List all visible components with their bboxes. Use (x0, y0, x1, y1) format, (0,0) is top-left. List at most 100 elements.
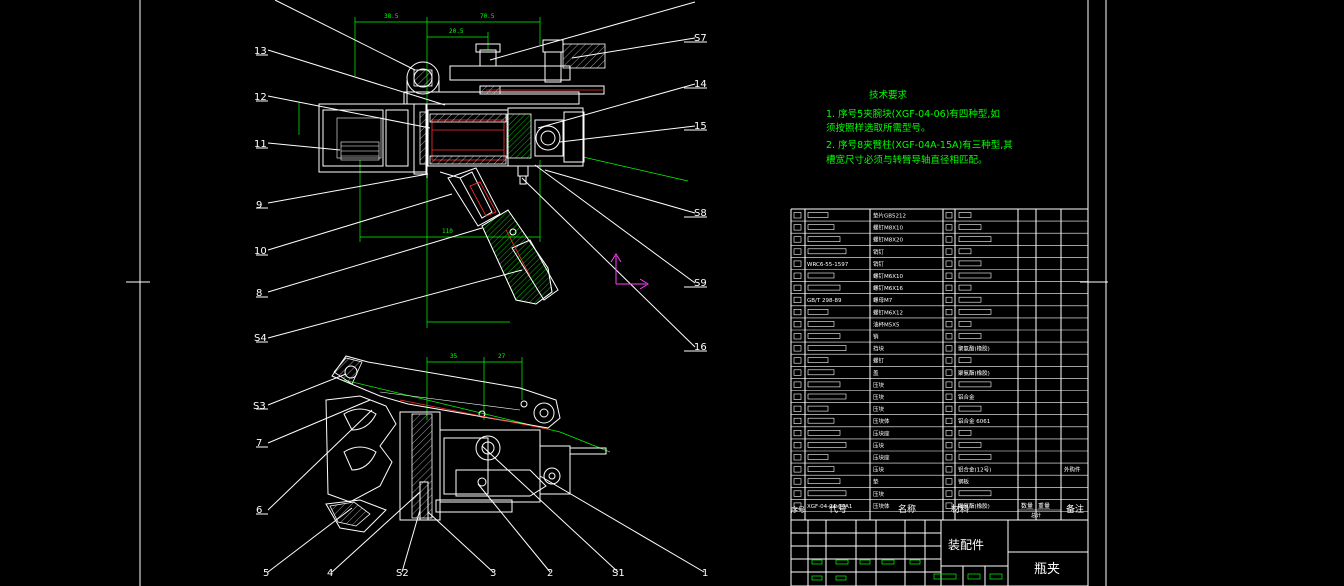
bom-row-number (793, 321, 802, 328)
bom-row-material-blank (958, 224, 982, 230)
bom-row-material: 铝合金(12号) (958, 466, 991, 474)
bom-row-number (793, 333, 802, 340)
bom-row-name: 压块 (873, 381, 885, 389)
bom-row-material-blank (958, 212, 972, 218)
bom-row-material: 铝合金 6061 (958, 417, 990, 425)
bom-row-material-blank (958, 296, 982, 303)
bom-row-qty (945, 429, 953, 437)
bom-row-code-blank (807, 478, 841, 485)
bom-row-material: 钢板 (958, 478, 970, 486)
bom-row-code: XGF-04-04-04A1 (807, 504, 852, 510)
label-s4: S4 (254, 333, 267, 344)
bom-row-qty (945, 405, 953, 412)
bom-row-name: 压块体 (873, 502, 890, 510)
bom-row-material-blank (958, 454, 992, 460)
bom-row-qty (945, 417, 953, 425)
label-5: 5 (263, 568, 269, 579)
bom-row-number (793, 466, 802, 473)
drawing-frame (126, 0, 1108, 586)
bom-row-material: 聚氨酯(橡胶) (958, 502, 990, 510)
bom-row-code-blank (807, 454, 829, 460)
bom-row-qty (945, 369, 953, 376)
bom-row-material-blank (958, 381, 992, 388)
bom-row-code-blank (807, 321, 835, 327)
bom-row-name: 螺钉M6X16 (873, 284, 904, 292)
bom-row-qty (945, 502, 953, 509)
bottom-view-leader-lines (256, 373, 705, 573)
title-product-name: 瓶夹 (1034, 562, 1060, 577)
label-s2: S2 (396, 568, 409, 579)
bom-row-qty (945, 490, 953, 497)
bom-row-code-blank (807, 236, 841, 242)
bom-row-name: 销钉 (873, 260, 885, 268)
bom-row-number (793, 224, 802, 231)
label-s3: S3 (253, 401, 266, 412)
bom-row-material-blank (958, 272, 992, 279)
label-s1: S1 (612, 568, 625, 579)
bom-row-number (793, 442, 802, 449)
top-view-leader-lines (256, 0, 707, 352)
bom-row-number (793, 429, 802, 437)
bom-row-qty (945, 296, 953, 304)
bom-row-number (793, 454, 802, 461)
label-s8: S8 (694, 208, 707, 219)
bom-row-code-blank (807, 248, 847, 255)
bom-row-number (793, 272, 802, 279)
bom-row-material-blank (958, 357, 972, 364)
bom-row-name: 压块 (873, 405, 885, 413)
bom-row-number (793, 478, 802, 485)
bom-row-code-blank (807, 357, 829, 364)
tech-req-line-3: 2. 序号8夹臂柱(XGF-04A-15A)有三种型,其 (826, 139, 1013, 151)
label-12: 12 (254, 92, 267, 103)
bom-row-name: 螺钉 (873, 357, 885, 365)
label-s9: S9 (694, 278, 707, 289)
bom-row-code-blank (807, 442, 847, 448)
bom-row-qty (945, 381, 953, 388)
bottom-view-dimension-lines (343, 357, 611, 453)
bom-header-qty: 数量 (1021, 502, 1033, 510)
label-4: 4 (327, 568, 333, 579)
bom-row-name: 销 (873, 333, 879, 341)
bom-row-material-blank (958, 490, 992, 497)
bom-row-name: 螺钉M6X10 (873, 272, 904, 280)
bom-row-number (793, 284, 802, 291)
bom-row-number (793, 236, 802, 243)
label-1: 1 (702, 568, 708, 579)
dim-38-5: 38.5 (384, 13, 399, 20)
bom-row-number (793, 296, 802, 304)
bom-row-name: 螺钉M8X10 (873, 224, 904, 232)
bom-row-name: 挡块 (873, 345, 885, 353)
bom-row-code-blank (807, 224, 835, 230)
bom-row-code-blank (807, 429, 841, 436)
bottom-view-assembly: 35 27 (325, 353, 611, 533)
bom-header-material: 材料 (951, 503, 969, 515)
bom-row-code-blank (807, 405, 829, 412)
dim-27: 27 (498, 353, 506, 360)
bom-row-qty (945, 224, 953, 231)
top-view-assembly: 38.5 70.5 20.5 110 (298, 13, 689, 328)
bom-row-material-blank (958, 429, 972, 436)
bom-row-number (793, 490, 802, 497)
bom-row-qty (945, 442, 953, 449)
bom-row-number (793, 212, 802, 219)
dim-20-5: 20.5 (449, 28, 464, 35)
bom-row-qty (945, 393, 953, 400)
bom-row-qty (945, 284, 953, 291)
bom-row-code-blank (807, 272, 835, 279)
bom-grid (790, 208, 1089, 521)
title-block-marks (811, 559, 1003, 581)
bom-row-code-blank (807, 369, 835, 376)
bom-row-qty (945, 357, 953, 364)
bom-row-name: 油杯M5X5 (873, 320, 900, 328)
title-block-grid (790, 519, 1089, 586)
label-9: 9 (256, 200, 262, 211)
bom-row-material-blank (958, 333, 982, 339)
label-11: 11 (254, 139, 267, 150)
bom-row-number (793, 393, 802, 400)
bom-header-name: 名称 (898, 503, 916, 515)
label-6: 6 (256, 505, 262, 516)
tech-req-title: 技术要求 (869, 89, 908, 101)
bom-row-code-blank (807, 417, 835, 424)
